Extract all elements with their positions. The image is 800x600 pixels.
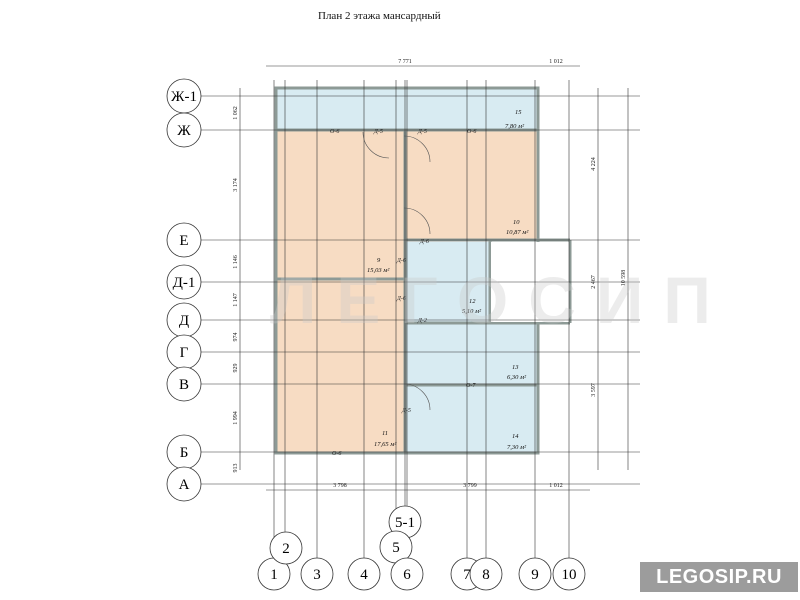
row-axis-v: В <box>179 377 189 393</box>
row-axis-b: Б <box>180 445 189 461</box>
col-axis-5-1: 5-1 <box>395 515 415 531</box>
tag-door-4: Д-6 <box>396 258 406 264</box>
col-axes <box>273 80 570 562</box>
room-13-number: 13 <box>512 364 519 371</box>
row-axis-bubbles <box>166 78 202 502</box>
col-axis-9: 9 <box>531 567 539 583</box>
row-axes <box>198 95 640 485</box>
dim-right-1: 4 224 <box>591 157 597 171</box>
room-12-area: 5,10 м² <box>462 308 482 315</box>
dim-top-total: 7 771 <box>398 59 412 65</box>
plan-title: План 2 этажа мансардный <box>318 10 441 22</box>
tag-window-2: О-6 <box>467 129 476 135</box>
room-15-number: 15 <box>515 109 522 116</box>
dim-left-5: 974 <box>233 333 239 342</box>
col-axis-6: 6 <box>403 567 411 583</box>
row-axis-d1: Д-1 <box>173 275 196 291</box>
col-axis-8: 8 <box>482 567 490 583</box>
dim-left-7: 1 994 <box>233 411 239 425</box>
tag-door-5: Д-6 <box>396 296 406 302</box>
room-10-number: 10 <box>513 219 520 226</box>
tag-door-7: Д-5 <box>401 408 411 414</box>
room-11-area: 17,65 м² <box>374 441 397 448</box>
dim-left-1: 1 062 <box>233 106 239 120</box>
tag-door-3: Д-6 <box>419 239 429 245</box>
tag-window-3: О-7 <box>466 383 476 389</box>
dim-left-2: 3 174 <box>233 178 239 192</box>
room-14-area: 7,30 м² <box>507 444 527 451</box>
room-14-number: 14 <box>512 433 519 440</box>
dim-right-3: 3 597 <box>591 383 597 397</box>
col-axis-7: 7 <box>463 567 471 583</box>
room-10-fill <box>406 130 538 240</box>
tag-door-6: Д-2 <box>417 318 427 324</box>
room-11-number: 11 <box>382 430 388 437</box>
door-swings <box>362 131 431 411</box>
room-14-fill <box>406 386 538 452</box>
row-axis-e: Е <box>179 233 188 249</box>
tag-window-4: О-6 <box>332 451 341 457</box>
row-axis-a: А <box>179 477 190 493</box>
dim-bottom-left: 3 798 <box>333 483 347 489</box>
room-11-fill <box>276 280 404 452</box>
brand-badge: LEGOSIP.RU <box>640 562 798 592</box>
tag-door-1: Д-5 <box>373 129 383 135</box>
row-axis-d: Д <box>179 313 189 329</box>
col-axis-4: 4 <box>360 567 368 583</box>
tag-door-2: Д-5 <box>417 129 427 135</box>
col-axis-1: 1 <box>270 567 278 583</box>
tag-window-1: О-6 <box>330 129 339 135</box>
col-axis-10: 10 <box>562 567 577 583</box>
row-axis-zh1: Ж-1 <box>171 89 197 105</box>
col-axis-5: 5 <box>392 540 400 556</box>
col-axis-2: 2 <box>282 541 290 557</box>
room-15-area: 7,80 м² <box>505 123 525 130</box>
col-axis-3: 3 <box>313 567 321 583</box>
room-10-area: 10,87 м² <box>506 229 529 236</box>
room-13-area: 6,30 м² <box>507 374 527 381</box>
row-axis-g: Г <box>180 345 189 361</box>
dim-right-2: 2 467 <box>591 275 597 289</box>
dim-bottom-mid: 3 799 <box>463 483 477 489</box>
dimension-lines <box>239 65 629 491</box>
dim-bottom-right: 1 012 <box>549 483 563 489</box>
row-axis-zh: Ж <box>177 123 191 139</box>
room-9-area: 15,03 м² <box>367 267 390 274</box>
dim-left-3: 1 146 <box>233 255 239 269</box>
dim-left-4: 1 147 <box>233 293 239 307</box>
room-12-number: 12 <box>469 298 476 305</box>
dim-right-total: 10 598 <box>621 270 627 287</box>
room-9-fill <box>276 130 404 278</box>
dim-left-8: 913 <box>233 464 239 473</box>
col-axis-bubbles <box>257 505 586 591</box>
room-9-number: 9 <box>377 257 381 264</box>
room-13-fill <box>406 324 538 384</box>
dim-top-right: 1 012 <box>549 59 563 65</box>
dim-left-6: 929 <box>233 364 239 373</box>
